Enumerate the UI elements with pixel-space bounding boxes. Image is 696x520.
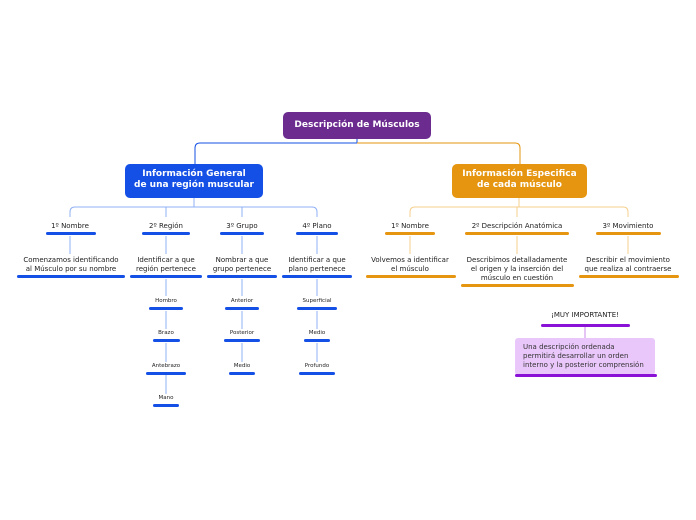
- plane-item-1-underline: [297, 307, 337, 310]
- right-col3-desc[interactable]: Describir el movimiento que realiza al c…: [578, 256, 678, 274]
- left-col3-underline: [220, 232, 264, 235]
- right-col2-desc-line2: el origen y la inserción del: [470, 265, 564, 273]
- right-col3-underline: [596, 232, 661, 235]
- right-col2-desc-underline: [461, 284, 574, 287]
- region-item-3[interactable]: Antebrazo: [151, 363, 181, 369]
- region-item-1-underline: [149, 307, 183, 310]
- right-col1-label[interactable]: 1º Nombre: [391, 222, 429, 230]
- left-col3-desc-line2: grupo pertenece: [212, 265, 272, 273]
- left-col2-desc-line2: región pertenece: [136, 265, 196, 273]
- plane-item-3-underline: [299, 372, 335, 375]
- general-info-title-line2: de una región muscular: [134, 180, 254, 190]
- plane-item-1[interactable]: Superficial: [302, 298, 332, 304]
- important-note-underline: [515, 374, 657, 377]
- group-item-3[interactable]: Medio: [233, 363, 251, 369]
- left-col1-desc-underline: [17, 275, 125, 278]
- region-item-2[interactable]: Brazo: [158, 330, 174, 336]
- important-label[interactable]: ¡MUY IMPORTANTE!: [551, 311, 619, 319]
- plane-item-3[interactable]: Profundo: [304, 363, 330, 369]
- left-col4-label[interactable]: 4º Plano: [302, 222, 332, 230]
- left-col1-underline: [46, 232, 96, 235]
- right-col1-desc-line2: el músculo: [391, 265, 429, 273]
- left-col2-desc-line1: Identificar a que: [137, 256, 195, 264]
- group-item-1-underline: [225, 307, 259, 310]
- right-col1-desc-line1: Volvemos a identificar: [371, 256, 449, 264]
- left-col3-label[interactable]: 3º Grupo: [226, 222, 258, 230]
- group-item-2[interactable]: Posterior: [229, 330, 255, 336]
- left-col4-desc-underline: [282, 275, 352, 278]
- right-col3-desc-line1: Describir el movimiento: [586, 256, 670, 264]
- region-item-1[interactable]: Hombro: [155, 298, 177, 304]
- left-col2-desc[interactable]: Identificar a que región pertenece: [126, 256, 206, 274]
- right-col2-underline: [465, 232, 569, 235]
- left-col2-label[interactable]: 2º Región: [149, 222, 183, 230]
- left-col3-desc-underline: [207, 275, 277, 278]
- important-underline: [541, 324, 630, 327]
- left-col4-desc-line1: Identificar a que: [288, 256, 346, 264]
- right-col2-desc-line1: Describimos detalladamente: [466, 256, 568, 264]
- specific-info-topic[interactable]: Información Especifica de cada músculo: [452, 164, 587, 198]
- general-info-title-line1: Información General: [142, 169, 246, 179]
- right-col3-desc-underline: [579, 275, 679, 278]
- left-col1-label[interactable]: 1º Nombre: [51, 222, 89, 230]
- left-col3-desc-line1: Nombrar a que: [215, 256, 269, 264]
- right-col3-label[interactable]: 3º Movimiento: [602, 222, 654, 230]
- region-item-2-underline: [153, 339, 180, 342]
- specific-info-title-line1: Información Especifica: [462, 169, 577, 179]
- right-col3-desc-line2: que realiza al contraerse: [584, 265, 672, 273]
- plane-item-2[interactable]: Medio: [308, 330, 326, 336]
- region-item-3-underline: [146, 372, 186, 375]
- plane-item-2-underline: [304, 339, 330, 342]
- left-col2-underline: [142, 232, 190, 235]
- group-item-3-underline: [229, 372, 255, 375]
- left-col2-desc-underline: [130, 275, 202, 278]
- right-col2-label[interactable]: 2º Descripción Anatómica: [471, 222, 563, 230]
- left-col4-desc[interactable]: Identificar a que plano pertenece: [277, 256, 357, 274]
- group-item-1[interactable]: Anterior: [230, 298, 254, 304]
- left-col1-desc-line1: Comenzamos identificando: [23, 256, 119, 264]
- specific-info-title-line2: de cada músculo: [477, 180, 562, 190]
- right-col1-desc-underline: [366, 275, 456, 278]
- general-info-topic[interactable]: Información General de una región muscul…: [125, 164, 263, 198]
- right-col1-desc[interactable]: Volvemos a identificar el músculo: [360, 256, 460, 274]
- left-col1-desc[interactable]: Comenzamos identificando al Músculo por …: [16, 256, 126, 274]
- left-col1-desc-line2: al Músculo por su nombre: [25, 265, 117, 273]
- left-col4-underline: [296, 232, 338, 235]
- important-note-line3: interno y la posterior comprensión: [523, 361, 644, 369]
- important-note[interactable]: Una descripción ordenada permitirá desar…: [515, 338, 655, 375]
- region-item-4[interactable]: Mano: [158, 395, 174, 401]
- right-col2-desc-line3: músculo en cuestión: [480, 274, 554, 282]
- left-col4-desc-line2: plano pertenece: [288, 265, 346, 273]
- right-col1-underline: [385, 232, 435, 235]
- important-note-line2: permitirá desarrollar un orden: [523, 352, 629, 360]
- left-col3-desc[interactable]: Nombrar a que grupo pertenece: [202, 256, 282, 274]
- region-item-4-underline: [153, 404, 179, 407]
- right-col2-desc[interactable]: Describimos detalladamente el origen y l…: [457, 256, 577, 283]
- root-topic[interactable]: Descripción de Músculos: [283, 112, 431, 139]
- group-item-2-underline: [224, 339, 260, 342]
- important-note-line1: Una descripción ordenada: [523, 343, 615, 351]
